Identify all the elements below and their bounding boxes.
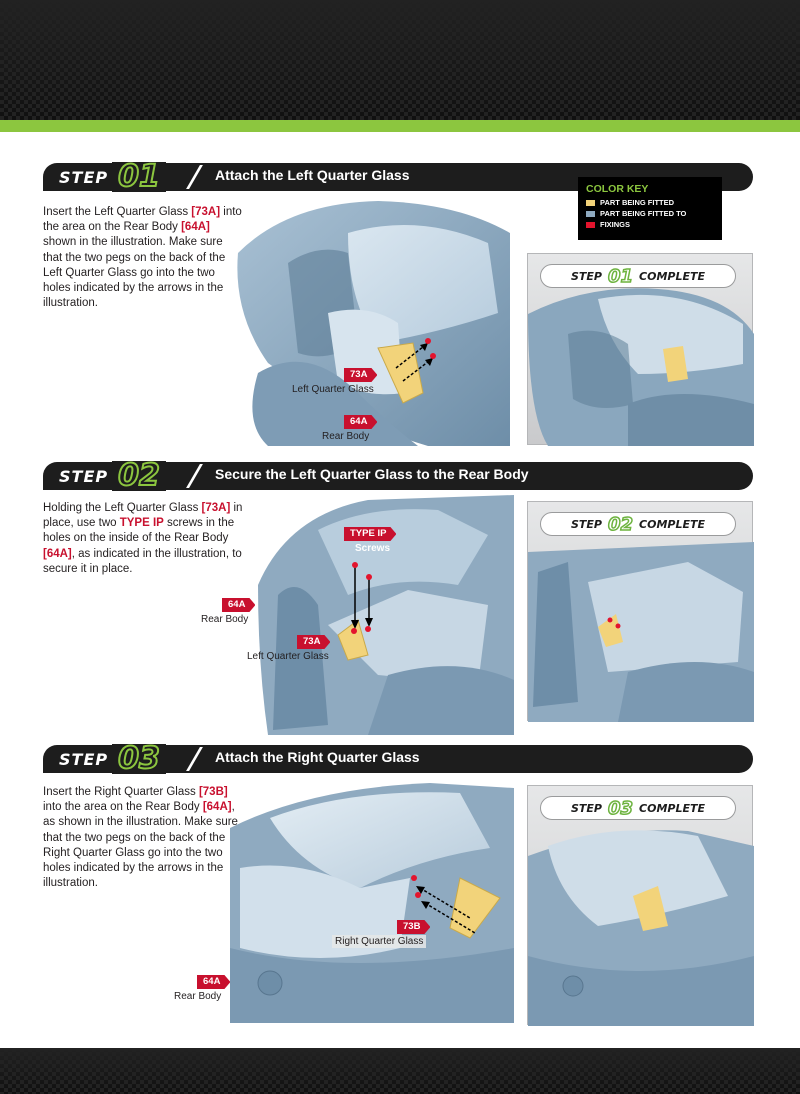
complete-step-word: STEP: [570, 801, 602, 815]
swatch-icon: [586, 221, 595, 228]
complete-step-number: 03: [607, 797, 634, 820]
callout-tag-64a: 64A: [197, 975, 230, 989]
step-03-header: STEP 03 Attach the Right Quarter Glass: [43, 743, 753, 775]
swatch-icon: [586, 199, 595, 206]
callout-tag-73b: 73B: [397, 920, 430, 934]
step-03-instructions: Insert the Right Quarter Glass [73B] int…: [43, 785, 243, 891]
color-key-label: FIXINGS: [600, 220, 631, 229]
part-reference: [73A]: [191, 206, 221, 218]
step-03-title: Attach the Right Quarter Glass: [215, 749, 420, 765]
step-number: 02: [112, 460, 166, 492]
complete-step-number: 02: [607, 513, 634, 536]
step-02-instructions: Holding the Left Quarter Glass [73A] in …: [43, 501, 243, 577]
text-run: into the area on the Rear Body: [43, 206, 242, 234]
carbon-fibre-footer: [0, 1048, 800, 1094]
callout-tag-73a: 73A: [297, 635, 330, 649]
text-run: in place, use two: [43, 502, 243, 530]
callout-caption-screws: Screws: [355, 543, 391, 554]
text-run: , as shown in the illustration. Make sur…: [43, 801, 238, 890]
callout-caption: Rear Body: [201, 614, 249, 625]
text-run: screws in the holes on the inside of the…: [43, 517, 235, 545]
color-key-row: FIXINGS: [586, 220, 714, 229]
text-run: into the area on the Rear Body: [43, 801, 203, 814]
callout-caption: Right Quarter Glass: [332, 935, 427, 948]
swatch-icon: [586, 210, 595, 217]
complete-suffix: COMPLETE: [639, 517, 706, 531]
step-02-complete-panel: STEP 02 COMPLETE: [527, 501, 754, 722]
step-word: STEP: [59, 167, 109, 187]
complete-suffix: COMPLETE: [639, 269, 706, 283]
part-reference: [73A]: [201, 502, 231, 514]
step-word: STEP: [59, 466, 109, 486]
part-reference: [64A]: [181, 221, 210, 234]
color-key-row: PART BEING FITTED TO: [586, 209, 714, 218]
carbon-fibre-header: [0, 0, 800, 120]
step-02-badge: STEP 02: [43, 456, 203, 496]
color-key-label: PART BEING FITTED: [600, 198, 675, 207]
step-02-complete-label: STEP 02 COMPLETE: [540, 512, 736, 536]
part-reference: [64A]: [43, 547, 72, 560]
complete-suffix: COMPLETE: [639, 801, 706, 815]
step-03-badge: STEP 03: [43, 739, 203, 779]
callout-caption: Rear Body: [174, 991, 222, 1002]
step-03-complete-panel: STEP 03 COMPLETE: [527, 785, 754, 1026]
text-run: Holding the Left Quarter Glass: [43, 502, 202, 514]
color-key-title: COLOR KEY: [586, 183, 649, 195]
color-key-row: PART BEING FITTED: [586, 198, 714, 207]
part-reference: TYPE IP: [119, 517, 164, 530]
green-accent-line: [0, 120, 800, 132]
color-key: COLOR KEY PART BEING FITTED PART BEING F…: [578, 177, 722, 240]
step-03-complete-label: STEP 03 COMPLETE: [540, 796, 736, 820]
complete-step-word: STEP: [570, 269, 602, 283]
step-01-title: Attach the Left Quarter Glass: [215, 167, 410, 183]
callout-tag-64a: 64A: [222, 598, 255, 612]
callout-tag-73a: 73A: [344, 368, 377, 382]
complete-step-number: 01: [607, 265, 634, 288]
step-02-title: Secure the Left Quarter Glass to the Rea…: [215, 466, 529, 482]
step-01-instructions: Insert the Left Quarter Glass [73A] into…: [43, 205, 243, 311]
step-02-header: STEP 02 Secure the Left Quarter Glass to…: [43, 460, 753, 492]
step-01-badge: STEP 01: [43, 157, 203, 197]
step-01-complete-label: STEP 01 COMPLETE: [540, 264, 736, 288]
part-reference: [73B]: [198, 786, 228, 798]
part-reference: [64A]: [202, 801, 232, 814]
color-key-label: PART BEING FITTED TO: [600, 209, 687, 218]
callout-caption: Rear Body: [322, 431, 370, 442]
step-03-illustration: [230, 778, 514, 1023]
text-run: Insert the Left Quarter Glass: [43, 206, 192, 218]
callout-caption: Left Quarter Glass: [247, 651, 329, 662]
step-number: 01: [112, 161, 166, 193]
text-run: shown in the illustration. Make sure tha…: [43, 236, 226, 310]
text-run: , as indicated in the illustration, to s…: [43, 547, 242, 575]
step-01-illustration: [228, 193, 512, 446]
callout-tag-64a: 64A: [344, 415, 377, 429]
callout-tag-type-ip: TYPE IP: [344, 527, 396, 541]
step-01-complete-panel: STEP 01 COMPLETE: [527, 253, 754, 446]
text-run: Insert the Right Quarter Glass: [43, 786, 199, 798]
step-number: 03: [112, 743, 166, 775]
callout-caption: Left Quarter Glass: [292, 384, 374, 395]
step-word: STEP: [59, 749, 109, 769]
complete-step-word: STEP: [570, 517, 602, 531]
